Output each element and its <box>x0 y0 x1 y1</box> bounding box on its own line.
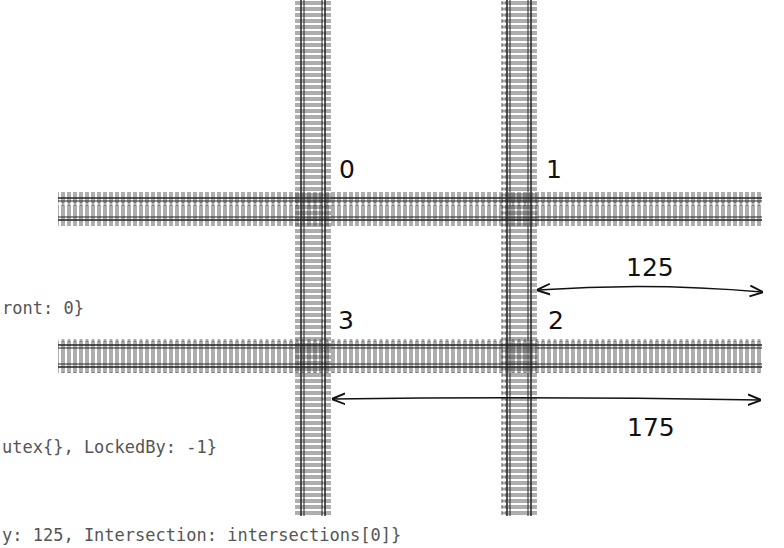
intersection-number: 1 <box>546 156 562 184</box>
intersection-number: 0 <box>339 156 355 184</box>
code-fragment: ront: 0} <box>2 299 84 318</box>
vertical-track <box>501 0 537 516</box>
dimension-value: 175 <box>627 414 675 442</box>
intersection-number: 3 <box>338 307 354 335</box>
horizontal-track <box>58 339 762 373</box>
dimension-arrow <box>538 286 762 292</box>
code-fragment: utex{}, LockedBy: -1} <box>2 438 217 457</box>
dimension-value: 125 <box>626 254 674 282</box>
horizontal-track <box>58 192 762 226</box>
intersection-number: 2 <box>548 307 564 335</box>
vertical-track <box>295 0 331 516</box>
code-fragment: y: 125, Intersection: intersections[0]} <box>2 526 401 545</box>
dimension-arrow <box>333 398 760 400</box>
